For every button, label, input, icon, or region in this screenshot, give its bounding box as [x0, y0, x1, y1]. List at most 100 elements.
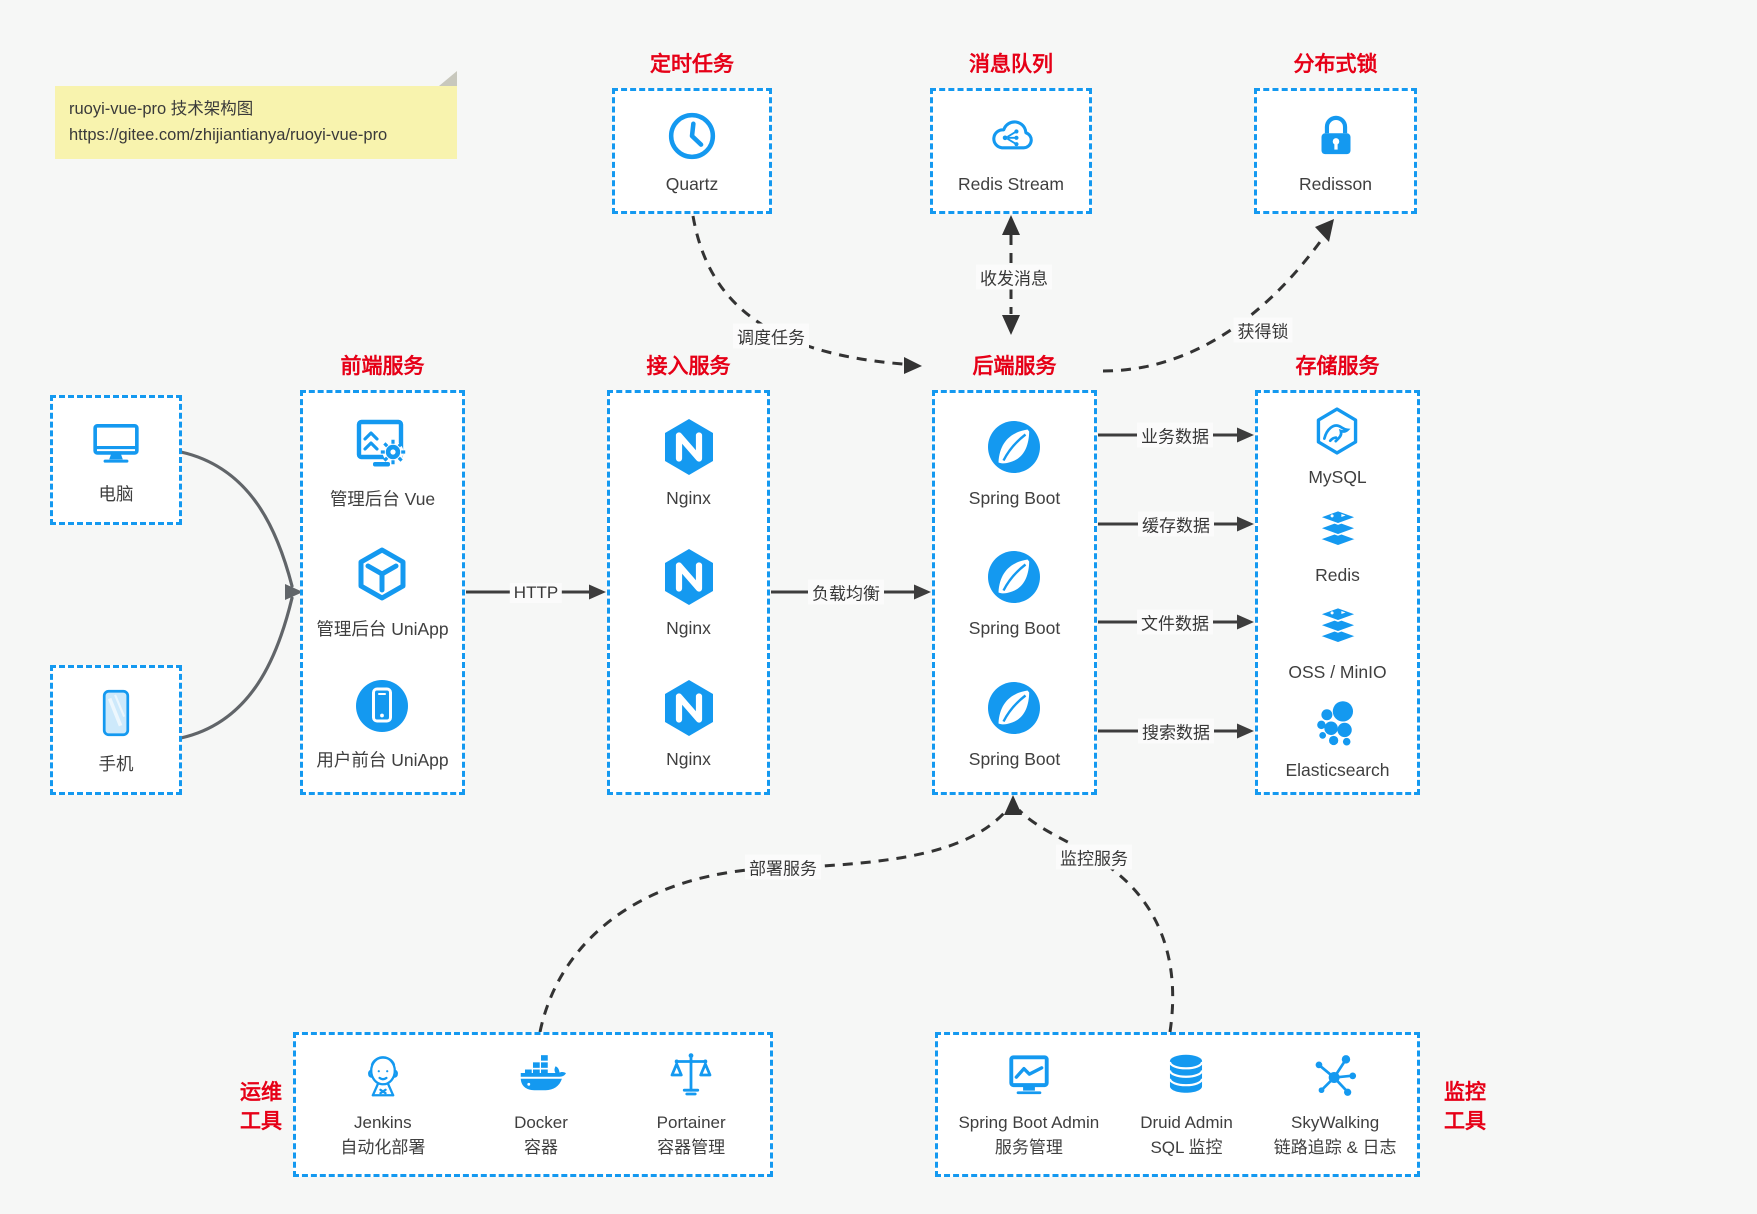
- admin-vue-icon: [350, 413, 414, 477]
- item-label: Elasticsearch: [1285, 760, 1390, 781]
- group-title-gateway: 接入服务: [646, 355, 731, 378]
- item-label: Druid Admin SQL 监控: [1140, 1113, 1233, 1157]
- frontend-item-user-uniapp: 用户前台 UniApp: [316, 674, 449, 772]
- devops-title-line2: 工具: [240, 1110, 282, 1134]
- group-title-mq: 消息队列: [969, 53, 1053, 76]
- uniapp-cube-icon: [350, 543, 414, 607]
- mq-item-redis-stream: Redis Stream: [958, 107, 1064, 195]
- edge-label-messages: 收发消息: [976, 264, 1052, 290]
- edge-deploy: [538, 810, 1007, 1033]
- item-label: Spring Boot: [968, 618, 1061, 639]
- gateway-box: Nginx Nginx Nginx: [607, 390, 770, 795]
- item-label: Spring Boot Admin 服务管理: [958, 1113, 1100, 1157]
- redis-icon: [1311, 502, 1365, 556]
- storage-item-elasticsearch: Elasticsearch: [1285, 697, 1390, 781]
- spring-boot-admin-icon: [1002, 1048, 1056, 1102]
- client-item-phone: 手机: [87, 684, 145, 776]
- client-phone-box: 手机: [50, 665, 182, 795]
- storage-item-oss-minio: OSS / MinIO: [1288, 599, 1387, 683]
- edge-computer-to-frontend: [179, 450, 294, 588]
- monitoring-side-title: 监控 工具: [1430, 1078, 1500, 1137]
- desktop-icon: [87, 414, 145, 472]
- frontend-item-admin-vue: 管理后台 Vue: [330, 413, 435, 511]
- edge-label-load-balance: 负载均衡: [808, 579, 884, 605]
- edge-label-schedule: 调度任务: [733, 323, 809, 349]
- edge-label-business-data: 业务数据: [1137, 422, 1213, 448]
- item-label: 用户前台 UniApp: [316, 749, 449, 770]
- skywalking-icon: [1308, 1048, 1362, 1102]
- mysql-icon: [1310, 404, 1364, 458]
- edge-monitor: [1017, 808, 1175, 1033]
- sticky-note: ruoyi-vue-pro 技术架构图 https://gitee.com/zh…: [55, 71, 457, 159]
- note-fold-corner: [439, 71, 457, 86]
- item-label: Jenkins 自动化部署: [340, 1113, 426, 1157]
- item-label: 电脑: [98, 484, 134, 504]
- item-label: Redisson: [1299, 174, 1372, 194]
- storage-box: MySQL Redis OSS / MinIO Elasticsearch: [1255, 390, 1420, 795]
- monitoring-item-skywalking: SkyWalking 链路追踪 & 日志: [1274, 1048, 1397, 1160]
- item-label: Spring Boot: [968, 748, 1061, 769]
- edge-phone-to-frontend: [179, 596, 294, 740]
- edge-schedule: [691, 215, 904, 366]
- elasticsearch-icon: [1310, 697, 1364, 751]
- group-title-scheduler: 定时任务: [650, 53, 734, 76]
- lock-item-redisson: Redisson: [1299, 107, 1372, 195]
- backend-item-springboot-3: Spring Boot: [969, 676, 1060, 770]
- note-title: ruoyi-vue-pro 技术架构图: [69, 100, 254, 118]
- arrowhead-frontend: [285, 584, 303, 600]
- monitoring-box: Spring Boot Admin 服务管理 Druid Admin SQL 监…: [935, 1032, 1420, 1177]
- backend-item-springboot-2: Spring Boot: [969, 545, 1060, 639]
- monitoring-title-line1: 监控: [1444, 1081, 1486, 1104]
- item-label: SkyWalking 链路追踪 & 日志: [1273, 1113, 1397, 1157]
- edge-label-deploy: 部署服务: [745, 854, 821, 880]
- edge-label-cache-data: 缓存数据: [1138, 511, 1214, 537]
- edge-label-search-data: 搜索数据: [1138, 718, 1214, 744]
- item-label: Redis: [1315, 564, 1360, 585]
- lock-icon: [1307, 107, 1365, 165]
- edge-lock: [1102, 234, 1327, 373]
- item-label: Redis Stream: [957, 174, 1064, 194]
- frontend-item-admin-uniapp: 管理后台 UniApp: [316, 543, 449, 641]
- monitoring-title-line2: 工具: [1444, 1110, 1486, 1134]
- backend-box: Spring Boot Spring Boot Spring Boot: [932, 390, 1097, 795]
- redis-icon: [1311, 599, 1365, 653]
- group-title-storage: 存储服务: [1295, 355, 1380, 378]
- devops-side-title: 运维 工具: [228, 1078, 294, 1137]
- phone-icon: [87, 684, 145, 742]
- devops-item-docker: Docker 容器: [514, 1048, 568, 1160]
- clock-icon: [663, 107, 721, 165]
- portainer-icon: [664, 1048, 718, 1102]
- scheduler-item-quartz: Quartz: [663, 107, 721, 195]
- item-label: Spring Boot: [968, 488, 1061, 509]
- spring-boot-icon: [982, 676, 1046, 740]
- item-label: 管理后台 Vue: [329, 489, 436, 510]
- monitoring-item-sba: Spring Boot Admin 服务管理: [958, 1048, 1099, 1160]
- client-computer-box: 电脑: [50, 395, 182, 525]
- jenkins-icon: [356, 1048, 410, 1102]
- group-title-backend: 后端服务: [972, 355, 1057, 378]
- devops-item-jenkins: Jenkins 自动化部署: [340, 1048, 425, 1160]
- backend-item-springboot-1: Spring Boot: [969, 415, 1060, 509]
- client-item-computer: 电脑: [87, 414, 145, 506]
- item-label: Nginx: [666, 618, 711, 639]
- lock-box: Redisson: [1254, 88, 1417, 214]
- nginx-icon: [657, 415, 721, 479]
- gateway-item-nginx-2: Nginx: [657, 545, 721, 639]
- spring-boot-icon: [982, 415, 1046, 479]
- item-label: Docker 容器: [514, 1113, 568, 1157]
- item-label: OSS / MinIO: [1288, 662, 1387, 683]
- cloud-stream-icon: [982, 107, 1040, 165]
- edge-label-file-data: 文件数据: [1137, 609, 1213, 635]
- storage-item-redis: Redis: [1311, 502, 1365, 586]
- item-label: Nginx: [666, 748, 711, 769]
- edge-label-monitor: 监控服务: [1056, 844, 1132, 870]
- gateway-item-nginx-3: Nginx: [657, 676, 721, 770]
- group-title-frontend: 前端服务: [340, 355, 425, 378]
- item-label: 管理后台 UniApp: [316, 619, 449, 640]
- item-label: 手机: [98, 754, 134, 774]
- devops-title-line1: 运维: [240, 1081, 282, 1104]
- edge-label-lock: 获得锁: [1233, 317, 1293, 343]
- monitoring-item-druid: Druid Admin SQL 监控: [1140, 1048, 1233, 1160]
